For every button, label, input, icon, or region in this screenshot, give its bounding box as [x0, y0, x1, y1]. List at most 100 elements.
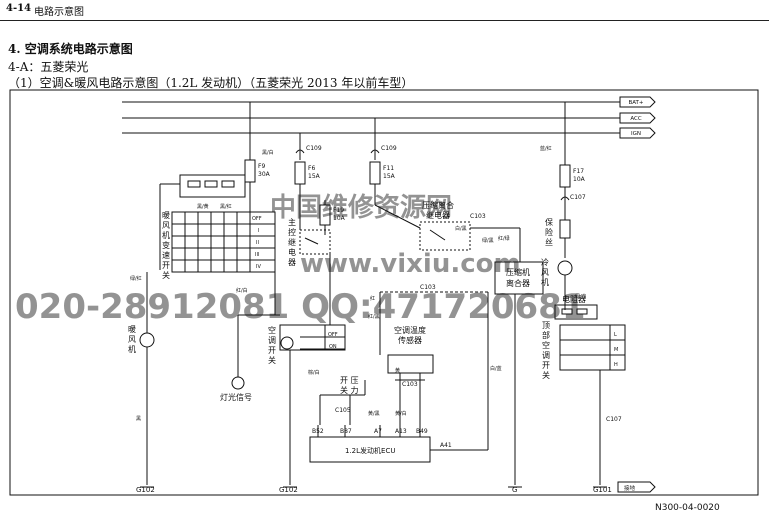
ground-body-label: 接地 [624, 484, 636, 492]
ground-g102-a: G102 [136, 486, 155, 494]
svg-text:传感器: 传感器 [398, 335, 422, 345]
top-switch-label: 顶 部 空 调 开 关 [542, 321, 550, 380]
wire-color-12: 白/蓝 [490, 365, 502, 372]
fuse-f19-label: F19 [333, 207, 344, 214]
wire-color-2: 黑/红 [220, 203, 232, 210]
ecu-pin-a41: A41 [440, 442, 452, 449]
svg-text:器: 器 [288, 258, 296, 267]
page-number: 4-14 [6, 3, 32, 14]
wire-color-4: 红/白 [236, 287, 248, 294]
header-title: 电路示意图 [34, 7, 84, 18]
ecu-box [309, 436, 431, 463]
fuse-f19-rating: 10A [333, 215, 346, 222]
page-header: 4-14 电路示意图 [0, 0, 769, 21]
fuse-f17 [559, 164, 571, 188]
comp-clutch-box [494, 261, 544, 295]
resistor-block [179, 174, 246, 198]
diagram-border [9, 89, 759, 496]
fuse-f6-label: F6 [308, 165, 315, 172]
svg-text:控: 控 [288, 227, 296, 237]
temp-sensor-box [387, 354, 434, 374]
svg-text:空: 空 [542, 340, 550, 350]
fuse-f6 [294, 161, 306, 185]
wire-color-17: 红 [370, 295, 375, 302]
main-relay-box [299, 229, 331, 255]
ac-pos-off: OFF [328, 332, 338, 338]
ecu-label: 1.2L发动机ECU [345, 446, 395, 455]
wire-color-5: 红/绿 [498, 235, 510, 242]
comp-relay-box [419, 221, 471, 251]
svg-text:险: 险 [545, 227, 553, 237]
ground-g101: G101 [593, 486, 612, 494]
blower-pos-3: III [255, 252, 259, 258]
wire-color-1: 黑/黄 [197, 203, 209, 210]
svg-text:空: 空 [268, 325, 276, 335]
top-pos-h: H [614, 362, 618, 368]
svg-text:冷: 冷 [541, 257, 549, 267]
blower-motor-label: 暖 风 机 [128, 325, 136, 354]
ground-g: G [512, 486, 517, 494]
svg-text:压缩机: 压缩机 [506, 267, 530, 277]
svg-text:继: 继 [288, 237, 296, 247]
svg-text:开: 开 [542, 361, 550, 370]
svg-text:保: 保 [545, 217, 553, 227]
ecu-pin-a7: A7 [374, 428, 382, 435]
svg-text:机: 机 [541, 277, 549, 287]
conn-c107-a: C107 [570, 194, 586, 201]
conn-c107-b: C107 [606, 416, 622, 423]
fuse-f9-label: F9 [258, 163, 265, 170]
fuse-f11-label: F11 [383, 165, 394, 172]
svg-text:调: 调 [542, 351, 550, 360]
svg-text:关: 关 [542, 370, 550, 380]
svg-text:速: 速 [162, 251, 170, 260]
fuse-f11 [369, 161, 381, 185]
ecu-pin-a13: A13 [395, 428, 407, 435]
ac-pos-on: ON [329, 344, 337, 350]
blower-pos-2: II [256, 240, 259, 246]
pressure-switch-label: 开 压 关 力 [340, 376, 359, 395]
svg-text:暖: 暖 [128, 325, 136, 334]
resistor-box [554, 304, 598, 320]
wire-color-13: 棕/白 [308, 369, 320, 376]
fuse-f17-rating: 10A [573, 176, 586, 183]
svg-text:关 力: 关 力 [340, 385, 359, 395]
svg-text:机: 机 [128, 344, 136, 354]
conn-c103-c: C103 [402, 381, 418, 388]
svg-text:暖: 暖 [162, 211, 170, 220]
diagram-caption: （1）空调&暖风电路示意图（1.2L 发动机）（五菱荣光 2013 年以前车型） [8, 76, 414, 90]
svg-text:风: 风 [541, 268, 549, 277]
ecu-pin-b52: B52 [312, 428, 324, 435]
svg-text:关: 关 [268, 355, 276, 365]
svg-text:开: 开 [268, 346, 276, 355]
fuse-f17-label: F17 [573, 168, 584, 175]
svg-text:顶: 顶 [542, 321, 550, 330]
svg-text:部: 部 [542, 330, 550, 340]
blower-motor [139, 332, 155, 348]
conn-c109-b: C109 [381, 145, 397, 152]
blower-pos-off: OFF [252, 216, 262, 222]
wire-color-10: 绿/白 [575, 293, 587, 300]
svg-text:电: 电 [288, 247, 296, 257]
section-heading: 4. 空调系统电路示意图 [8, 42, 133, 56]
ac-indicator [280, 336, 294, 350]
fuse-f9 [244, 159, 256, 183]
svg-text:空调温度: 空调温度 [394, 325, 426, 335]
wire-color-0: 黑/白 [262, 149, 274, 156]
fuse-f11-rating: 15A [383, 173, 396, 180]
diagram-id: N300-04-0020 [655, 503, 720, 513]
watermark-line1: 中国维修资源网 [270, 192, 452, 223]
conn-c103-b: C103 [420, 284, 436, 291]
svg-text:变: 变 [162, 240, 170, 250]
ac-switch-label: 空 调 开 关 [268, 325, 276, 365]
light-signal-bulb [231, 376, 245, 390]
wire-color-14: 绿/黑 [482, 237, 494, 244]
wire-color-6: 绿/红 [130, 275, 142, 282]
fuse-protect-label: 保 险 丝 [545, 217, 553, 247]
fuse-f9-rating: 30A [258, 171, 271, 178]
ecu-pin-b87: B87 [340, 428, 352, 435]
top-pos-m: M [614, 347, 618, 353]
resistor-label: 电阻器 [562, 294, 586, 304]
temp-sensor-label: 空调温度 传感器 [394, 325, 426, 345]
wire-color-7: 蓝/红 [540, 145, 552, 152]
